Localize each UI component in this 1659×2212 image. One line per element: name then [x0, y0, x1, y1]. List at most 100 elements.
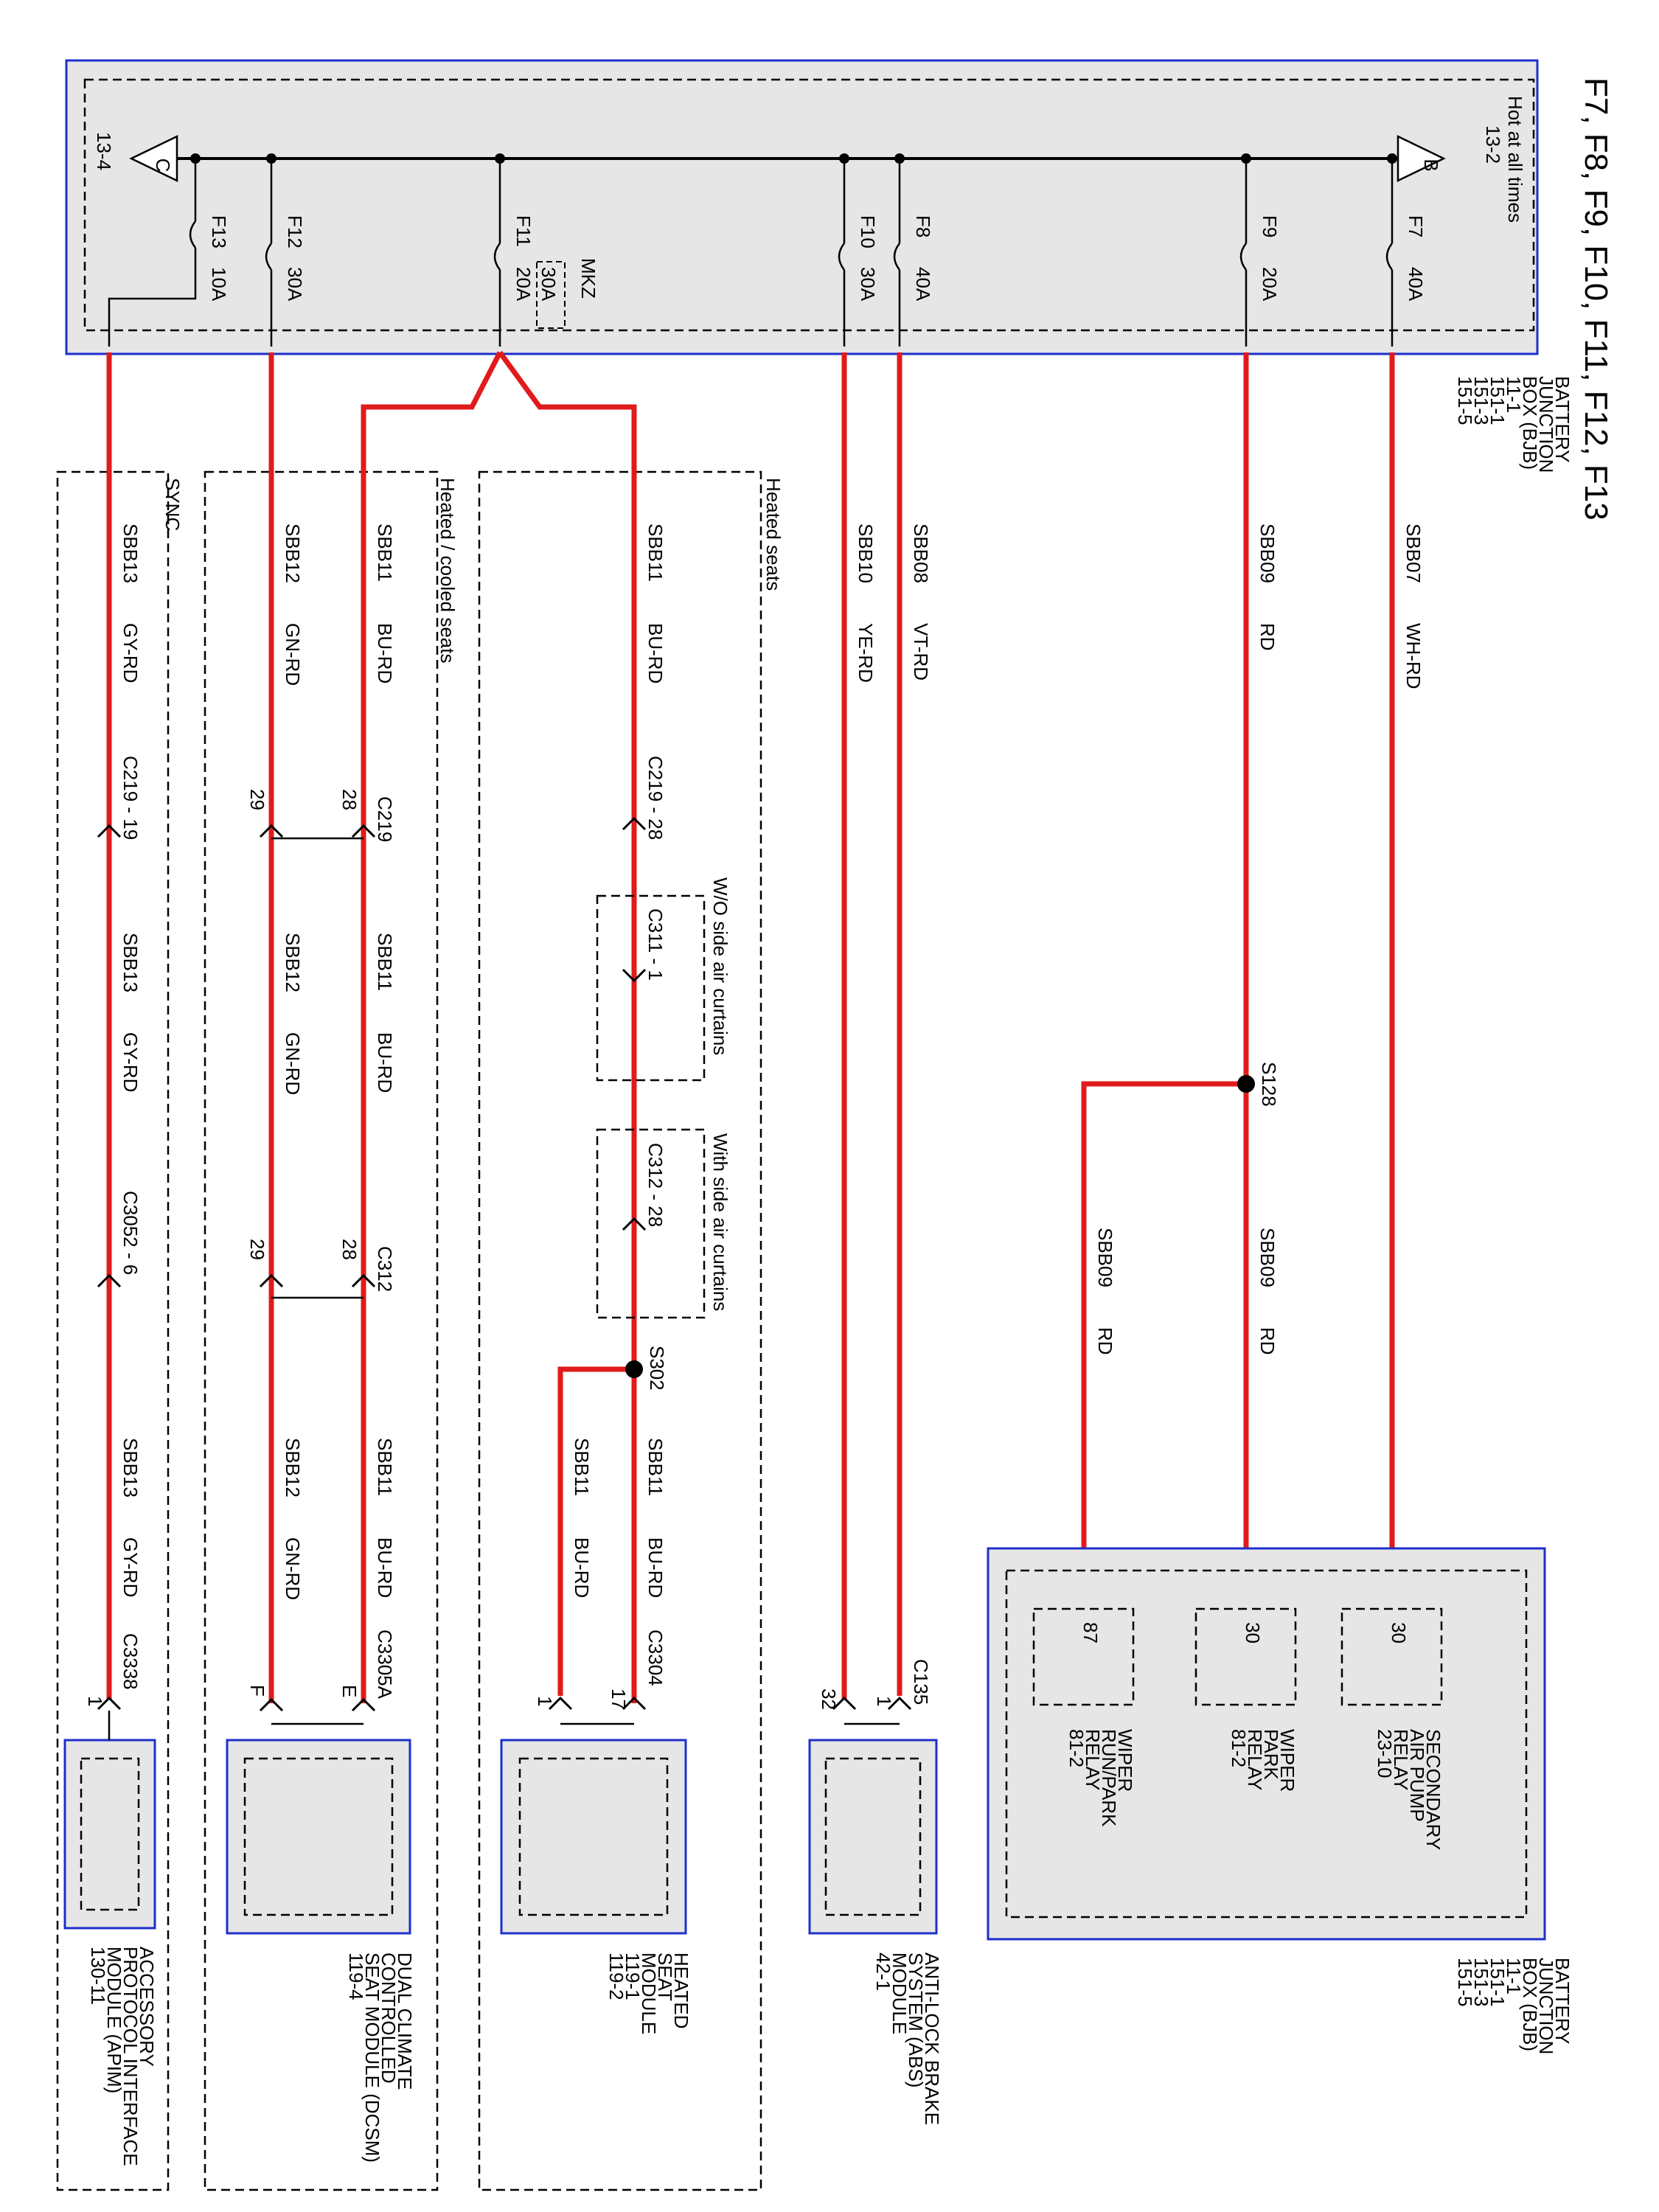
svg-text:10A: 10A [208, 267, 230, 302]
svg-text:SBB07: SBB07 [1402, 524, 1425, 583]
fuse-f11: F11 20A MKZ 30A [493, 159, 599, 347]
svg-text:SBB11: SBB11 [644, 524, 667, 582]
svg-text:119-1: 119-1 [622, 1952, 644, 2000]
bjb-bottom-line-5: 151-1 [1486, 1958, 1509, 2007]
svg-text:Heated / cooled seats: Heated / cooled seats [437, 478, 459, 664]
svg-text:SBB13: SBB13 [119, 933, 142, 992]
svg-text:GY-RD: GY-RD [119, 623, 142, 683]
svg-text:C3338: C3338 [119, 1633, 142, 1690]
svg-text:RUN/PARK: RUN/PARK [1098, 1729, 1120, 1827]
svg-text:SBB12: SBB12 [282, 524, 304, 583]
svg-text:SBB11: SBB11 [374, 933, 396, 991]
bjb-top-line-1: BATTERY [1551, 376, 1573, 463]
svg-text:C219 - 28: C219 - 28 [644, 756, 667, 840]
svg-text:RD: RD [1094, 1327, 1116, 1355]
module-apim: ACCESSORY PROTOCOL INTERFACE MODULE (API… [63, 1711, 158, 2166]
svg-text:SYNC: SYNC [161, 478, 184, 531]
bjb-lower-inner-border [1005, 1569, 1528, 1919]
svg-text:C219 - 19: C219 - 19 [119, 756, 142, 840]
mkz-rating: 30A [538, 267, 560, 302]
svg-text:ANTI-LOCK BRAKE: ANTI-LOCK BRAKE [921, 1952, 943, 2125]
svg-text:SBB08: SBB08 [910, 524, 932, 583]
svg-text:42-1: 42-1 [872, 1952, 894, 1991]
svg-text:SBB12: SBB12 [282, 933, 304, 992]
svg-text:30A: 30A [284, 267, 306, 302]
svg-text:SBB09: SBB09 [1094, 1228, 1116, 1287]
svg-text:SBB11: SBB11 [644, 1438, 667, 1496]
svg-text:F10: F10 [857, 215, 879, 248]
bjb-top-line-4: 11-1 [1503, 376, 1525, 413]
svg-text:130-11: 130-11 [87, 1947, 109, 2005]
svg-text:SEAT MODULE (DCSM): SEAT MODULE (DCSM) [361, 1952, 383, 2163]
svg-text:C3304: C3304 [644, 1630, 667, 1686]
svg-text:W/O side air curtains: W/O side air curtains [709, 877, 731, 1055]
svg-text:VT-RD: VT-RD [910, 623, 932, 681]
module-abs: ANTI-LOCK BRAKE SYSTEM (ABS) MODULE 42-1 [808, 1722, 943, 2125]
bjb-lower-frame [987, 1547, 1546, 1941]
svg-text:30: 30 [1242, 1622, 1264, 1644]
svg-text:AIR PUMP: AIR PUMP [1406, 1729, 1428, 1822]
svg-text:F12: F12 [284, 215, 306, 248]
relay-secondary-air-pump: 30 SECONDARY AIR PUMP RELAY 23-10 [1340, 1607, 1444, 1850]
svg-text:MODULE: MODULE [638, 1952, 660, 2034]
svg-text:20A: 20A [512, 267, 535, 302]
svg-text:F7: F7 [1405, 215, 1427, 237]
bjb-inner-border [83, 78, 1535, 332]
svg-text:1: 1 [534, 1696, 556, 1706]
svg-text:Heated seats: Heated seats [762, 478, 785, 591]
svg-text:SYSTEM (ABS): SYSTEM (ABS) [905, 1952, 927, 2087]
svg-text:30: 30 [1388, 1622, 1410, 1644]
bjb-bottom-line-2: JUNCTION [1535, 1958, 1557, 2054]
diagram-title: F7, F8, F9, F10, F11, F12, F13 [1578, 77, 1614, 521]
svg-text:GY-RD: GY-RD [119, 1032, 142, 1092]
svg-text:SBB09: SBB09 [1256, 524, 1279, 583]
svg-text:RD: RD [1256, 1327, 1279, 1355]
bjb-bottom-line-7: 151-5 [1454, 1958, 1476, 2007]
svg-text:CONTROLLED: CONTROLLED [378, 1952, 400, 2084]
svg-text:YE-RD: YE-RD [855, 623, 877, 683]
svg-text:WH-RD: WH-RD [1402, 623, 1425, 689]
svg-text:With side air curtains: With side air curtains [709, 1133, 731, 1311]
bus-terminal-b-letter: B [1420, 159, 1442, 171]
svg-text:RELAY: RELAY [1082, 1729, 1104, 1790]
svg-text:SBB13: SBB13 [119, 1438, 142, 1498]
bjb-top-line-7: 151-5 [1454, 376, 1476, 425]
svg-text:28: 28 [338, 789, 361, 810]
fuse-f9: F9 20A [1239, 159, 1281, 347]
svg-text:S128: S128 [1258, 1062, 1280, 1107]
bjb-bottom-line-4: 11-1 [1503, 1958, 1525, 1994]
svg-text:SBB09: SBB09 [1256, 1228, 1279, 1287]
fuse-f13: F13 10A [108, 159, 230, 347]
svg-text:20A: 20A [1259, 267, 1281, 302]
svg-text:C3305A: C3305A [374, 1630, 396, 1700]
svg-text:RELAY: RELAY [1244, 1729, 1266, 1790]
svg-text:30A: 30A [857, 267, 879, 302]
group-sync [56, 470, 170, 2191]
group-heated-cooled-seats [204, 470, 439, 2191]
svg-text:1: 1 [84, 1696, 106, 1706]
bjb-top-line-6: 151-3 [1470, 376, 1492, 425]
svg-text:SEAT: SEAT [654, 1952, 676, 2001]
fuse-f10: F10 30A [838, 159, 879, 347]
fuse-f12: F12 30A [265, 159, 306, 347]
option-with-side-air-curtains [596, 1128, 706, 1319]
svg-text:C311 - 1: C311 - 1 [644, 908, 667, 981]
svg-text:1: 1 [873, 1696, 895, 1706]
bjb-top-line-5: 151-1 [1486, 376, 1509, 425]
svg-text:BU-RD: BU-RD [644, 623, 667, 684]
connector-symbols [97, 816, 912, 1712]
bus-terminal-c-letter: C [152, 159, 174, 173]
svg-text:SBB11: SBB11 [571, 1438, 593, 1496]
bus-terminal-b-ref: 13-2 [1482, 125, 1504, 164]
svg-text:BU-RD: BU-RD [571, 1537, 593, 1598]
svg-text:PARK: PARK [1260, 1729, 1282, 1781]
bjb-frame [65, 59, 1539, 355]
svg-text:29: 29 [246, 789, 268, 810]
svg-text:119-4: 119-4 [345, 1952, 367, 2000]
svg-text:SBB11: SBB11 [374, 524, 396, 582]
relay-wiper-park: 30 WIPER PARK RELAY 81-2 [1194, 1607, 1298, 1792]
svg-text:BU-RD: BU-RD [374, 1032, 396, 1093]
svg-text:BU-RD: BU-RD [374, 1537, 396, 1598]
svg-text:SBB11: SBB11 [374, 1438, 396, 1496]
svg-text:SBB13: SBB13 [119, 524, 142, 583]
